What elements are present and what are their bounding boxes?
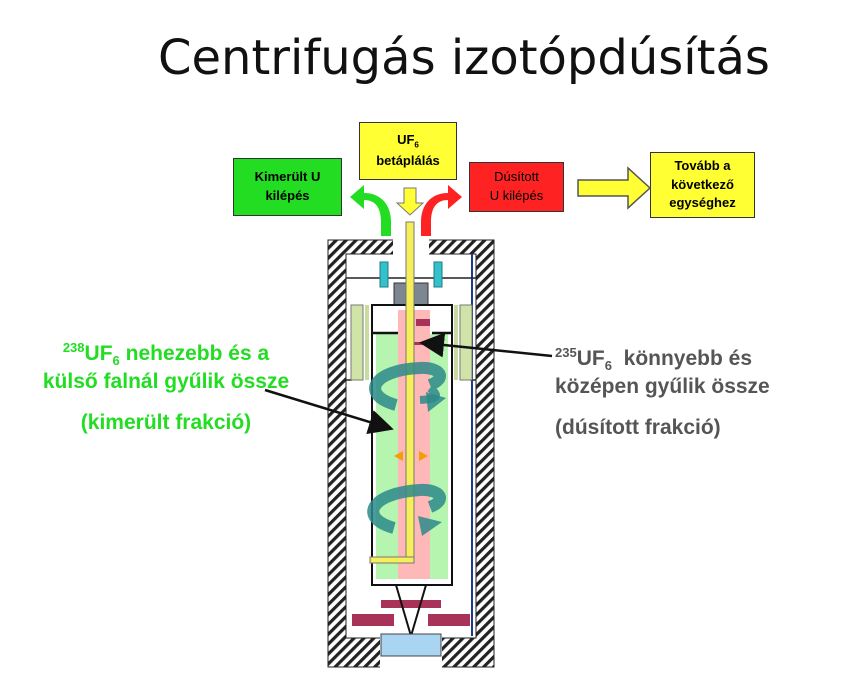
enriched-exit-box: Dúsított U kilépés — [469, 162, 564, 212]
depleted-exit-box: Kimerült U kilépés — [233, 158, 342, 216]
enriched-exit-line1: Dúsított — [494, 169, 539, 185]
exchange-arrow-left — [394, 451, 403, 461]
depleted-line1-rest: nehezebb és a — [119, 342, 270, 365]
feed-formula: UF — [397, 132, 415, 148]
enriched-isotope: 235 — [555, 345, 577, 360]
next-unit-box: Tovább a következő egységhez — [650, 152, 755, 218]
motor-right — [428, 614, 470, 626]
left-outlet-tube — [379, 261, 389, 288]
enriched-label-line3: (dúsított frakció) — [555, 415, 721, 439]
feed-line1: UF6 — [397, 131, 419, 151]
depleted-label: 238UF6 nehezebb és a külső falnál gyűlik… — [10, 340, 322, 435]
right-outlet-tube — [433, 261, 443, 288]
enriched-formula: UF — [576, 347, 605, 370]
enriched-label-line2: középen gyűlik össze — [555, 374, 770, 398]
motor-left — [352, 614, 394, 626]
left-side-plate — [350, 304, 364, 381]
bearing-top — [381, 600, 441, 608]
depleted-subscript: 6 — [112, 353, 120, 369]
page-title: Centrifugás izotópdúsítás — [158, 30, 770, 86]
enriched-label-line1: 235UF6 könnyebb és — [555, 345, 815, 374]
feed-arrow — [395, 187, 425, 216]
depleted-label-line3: (kimerült frakció) — [80, 410, 252, 434]
depleted-pointer — [264, 388, 394, 435]
depleted-exit-line2: kilépés — [265, 188, 310, 203]
enriched-exit-arrow — [421, 185, 462, 236]
enriched-label: 235UF6 könnyebb és középen gyűlik össze … — [555, 345, 815, 440]
next-unit-arrow — [577, 166, 652, 210]
right-side-plate — [459, 304, 473, 381]
depleted-exit-line1: Kimerült U — [254, 169, 321, 185]
enriched-exit-line2: U kilépés — [489, 188, 544, 203]
depleted-label-line2: külső falnál gyűlik össze — [42, 369, 290, 393]
depleted-exit-arrow — [350, 185, 391, 236]
enriched-pointer — [419, 332, 553, 358]
exchange-arrow-right — [419, 451, 428, 461]
depleted-formula: UF — [84, 342, 113, 365]
feed-line2: betáplálás — [376, 152, 440, 168]
next-unit-line3: egységhez — [669, 195, 736, 211]
depleted-isotope: 238 — [62, 340, 85, 355]
bottom-spindle — [395, 584, 427, 640]
next-unit-line1: Tovább a — [674, 157, 731, 173]
casing — [327, 239, 495, 668]
depleted-label-line1: 238UF6 nehezebb és a — [10, 340, 322, 369]
enriched-line1-rest: könnyebb és — [611, 347, 753, 370]
feed-pipe-bottom — [369, 556, 415, 564]
feed-subscript: 6 — [414, 141, 419, 151]
feed-box: UF6 betáplálás — [359, 122, 457, 180]
feed-pipe — [405, 221, 415, 563]
lower-swirl-arrow — [367, 483, 447, 534]
enriched-subscript: 6 — [604, 358, 612, 374]
base-block — [380, 633, 442, 657]
next-unit-line2: következő — [671, 176, 734, 192]
